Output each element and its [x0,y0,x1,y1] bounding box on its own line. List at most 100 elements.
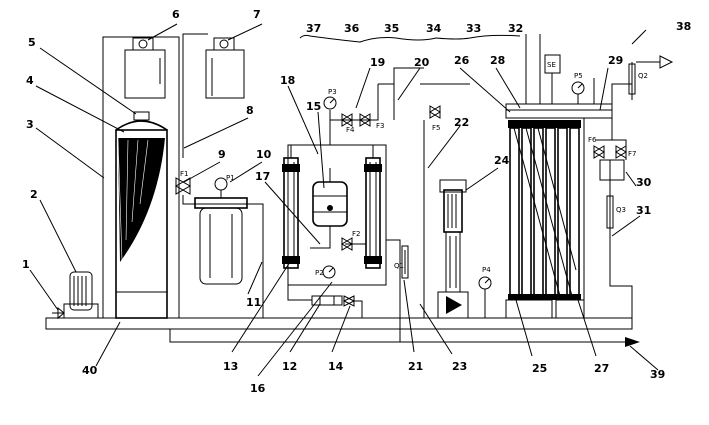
flowmeter-q3 [606,195,614,229]
label-f1: F1 [180,170,188,178]
callout-32: 32 [508,22,523,35]
flow-sensor [401,245,409,279]
callout-15: 15 [306,100,321,113]
uf-column-left [282,157,300,269]
callout-17: 17 [255,170,270,183]
callout-18: 18 [280,74,295,87]
callout-11: 11 [246,296,261,309]
callout-30: 30 [636,176,652,189]
label-p2: P2 [315,269,324,277]
feed-pump [63,271,99,319]
valve-f7 [615,145,627,159]
dosing-tank-2 [205,37,245,99]
label-p4: P4 [482,266,491,274]
callout-37: 37 [306,22,321,35]
callout-numbers: 1 2 3 4 5 6 7 8 9 10 11 12 13 14 15 16 1… [22,8,691,395]
drain-line [169,329,640,347]
callout-16: 16 [250,382,266,395]
gauge-p2 [322,265,336,279]
cartridge-filter [194,177,248,285]
gauge-p4 [478,276,492,318]
base-pipe [45,317,633,330]
ro-base-frame [505,299,585,319]
valve-f6 [593,145,605,159]
top-bracket [299,34,521,43]
callout-23: 23 [452,360,467,373]
callout-33: 33 [466,22,481,35]
high-pressure-pump [437,179,469,319]
dosing-tank-1 [124,37,166,99]
callout-8: 8 [246,104,254,117]
callout-10: 10 [256,148,272,161]
callout-7: 7 [253,8,261,21]
callout-29: 29 [608,54,623,67]
callout-13: 13 [223,360,238,373]
callout-38: 38 [676,20,691,33]
callout-39: 39 [650,368,665,381]
valve-f2 [341,237,353,251]
callout-14: 14 [328,360,344,373]
label-f7: F7 [628,150,636,158]
gauge-p3 [323,96,337,110]
ro-vertical-pipes [525,34,595,300]
callout-1: 1 [22,258,30,271]
callout-22: 22 [454,116,469,129]
component-labels: P1 P2 P3 P4 P5 F1 F2 F3 F4 F5 F6 F7 Q1 Q… [180,61,648,277]
callout-40: 40 [82,364,98,377]
callout-36: 36 [344,22,360,35]
uf-column-right [364,157,382,269]
callout-6: 6 [172,8,180,21]
callout-9: 9 [218,148,226,161]
label-f5: F5 [432,124,440,132]
callout-19: 19 [370,56,385,69]
uf-piping [287,145,401,342]
horizontal-flowmeter [311,295,343,306]
controller [544,54,561,104]
label-f2: F2 [352,230,360,238]
valve-14 [342,295,363,318]
flowmeter-q2 [628,63,636,95]
pressure-tank [312,168,348,227]
label-p3: P3 [328,88,337,96]
label-q1: Q1 [394,262,404,270]
callout-12: 12 [282,360,297,373]
callout-26: 26 [454,54,470,67]
callout-21: 21 [408,360,423,373]
inlet-valve [174,177,192,195]
valve-f5 [429,105,441,119]
callout-28: 28 [490,54,505,67]
label-q3: Q3 [616,206,626,214]
product-outlet-arrow [650,55,674,69]
valve-f4 [341,113,371,127]
ro-header [505,103,613,119]
center-line [420,83,470,318]
inlet-arrow [52,306,65,320]
label-f6: F6 [588,136,597,144]
callout-5: 5 [28,36,36,49]
gauge-p5 [571,81,585,104]
leader-lines [29,23,659,377]
callout-24: 24 [494,154,510,167]
callout-31: 31 [636,204,651,217]
label-f4: F4 [346,126,355,134]
ro-membranes [508,120,581,300]
product-tank [599,159,625,181]
callout-2: 2 [30,188,38,201]
callout-20: 20 [414,56,430,69]
label-p5: P5 [574,72,583,80]
label-q2: Q2 [638,72,648,80]
label-se: SE [547,61,556,69]
callout-25: 25 [532,362,547,375]
label-f3: F3 [376,122,384,130]
dosing-line [182,33,264,318]
callout-27: 27 [594,362,609,375]
top-piping [329,67,424,145]
label-p1: P1 [226,174,235,182]
callout-34: 34 [426,22,442,35]
callout-3: 3 [26,118,34,131]
filter-media [117,137,165,262]
callout-35: 35 [384,22,399,35]
callout-4: 4 [26,74,34,87]
right-piping [596,61,650,318]
